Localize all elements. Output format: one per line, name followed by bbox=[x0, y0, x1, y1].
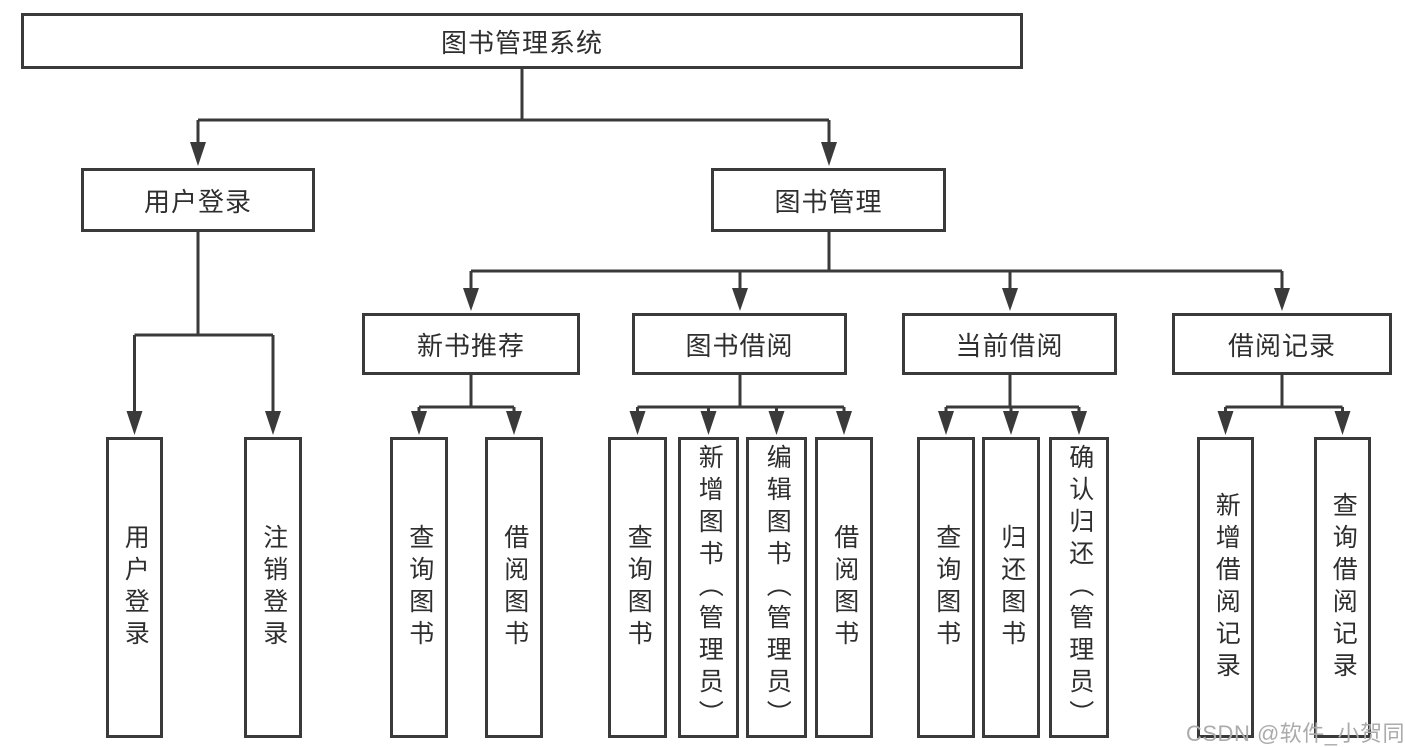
node-leaf-logout: 注销登录 bbox=[244, 437, 302, 738]
node-leaf-query-book-b: 查询图书 bbox=[608, 437, 667, 738]
node-root-label: 图书管理系统 bbox=[440, 27, 603, 58]
node-leaf-borrow-book-a: 借阅图书 bbox=[485, 437, 543, 738]
node-leaf-add-borrow-record: 新增借阅记录 bbox=[1197, 437, 1254, 738]
node-leaf-add-borrow-record-label: 新增借阅记录 bbox=[1212, 491, 1241, 684]
node-leaf-add-book-admin: 新增图书（管理员） bbox=[678, 437, 739, 738]
node-leaf-query-book-a: 查询图书 bbox=[390, 437, 448, 738]
node-user-login-label: 用户登录 bbox=[143, 186, 252, 217]
node-current-borrowing: 当前借阅 bbox=[902, 313, 1117, 375]
arrowheads bbox=[126, 142, 1351, 435]
node-leaf-query-book-c-label: 查询图书 bbox=[932, 523, 961, 652]
node-current-borrowing-label: 当前借阅 bbox=[955, 330, 1064, 361]
node-leaf-borrow-book-b: 借阅图书 bbox=[815, 437, 873, 738]
node-borrowing-records-label: 借阅记录 bbox=[1227, 330, 1336, 361]
node-book-borrowing: 图书借阅 bbox=[632, 313, 847, 375]
node-leaf-logout-label: 注销登录 bbox=[259, 523, 288, 652]
node-leaf-confirm-return-admin: 确认归还（管理员） bbox=[1049, 437, 1109, 738]
node-leaf-query-borrow-record: 查询借阅记录 bbox=[1314, 437, 1371, 738]
node-leaf-add-book-admin-label: 新增图书（管理员） bbox=[695, 443, 724, 732]
node-new-book-recommendation-label: 新书推荐 bbox=[416, 330, 525, 361]
node-leaf-borrow-book-b-label: 借阅图书 bbox=[830, 523, 859, 652]
node-new-book-recommendation: 新书推荐 bbox=[362, 313, 580, 375]
node-leaf-query-book-a-label: 查询图书 bbox=[405, 523, 434, 652]
node-leaf-query-book-b-label: 查询图书 bbox=[624, 523, 653, 652]
node-user-login: 用户登录 bbox=[81, 168, 315, 232]
node-leaf-borrow-book-a-label: 借阅图书 bbox=[500, 523, 529, 652]
node-leaf-query-book-c: 查询图书 bbox=[917, 437, 975, 738]
node-borrowing-records: 借阅记录 bbox=[1172, 313, 1392, 375]
node-leaf-confirm-return-admin-label: 确认归还（管理员） bbox=[1065, 443, 1094, 732]
node-leaf-edit-book-admin-label: 编辑图书（管理员） bbox=[763, 443, 792, 732]
node-leaf-query-borrow-record-label: 查询借阅记录 bbox=[1329, 491, 1358, 684]
node-leaf-user-login: 用户登录 bbox=[106, 437, 163, 738]
node-leaf-edit-book-admin: 编辑图书（管理员） bbox=[746, 437, 807, 738]
node-leaf-return-book: 归还图书 bbox=[982, 437, 1040, 738]
node-book-management-label: 图书管理 bbox=[774, 186, 883, 217]
node-leaf-return-book-label: 归还图书 bbox=[997, 523, 1026, 652]
node-book-borrowing-label: 图书借阅 bbox=[685, 330, 794, 361]
csdn-watermark: CSDN @软件_小贺同学 bbox=[1186, 721, 1405, 746]
node-leaf-user-login-label: 用户登录 bbox=[121, 523, 150, 652]
node-root-system: 图书管理系统 bbox=[21, 13, 1023, 69]
node-book-management: 图书管理 bbox=[711, 168, 946, 232]
